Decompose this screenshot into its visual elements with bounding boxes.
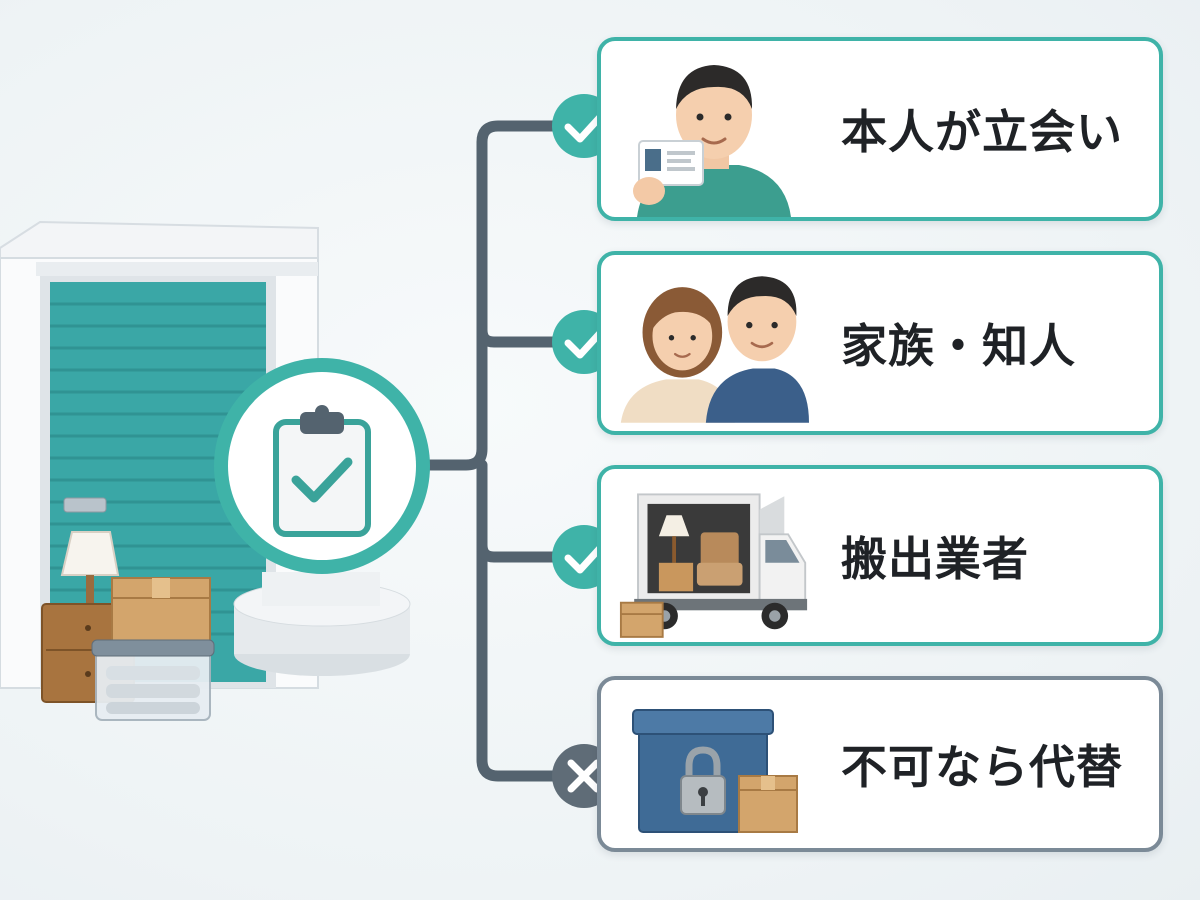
- option-card-self-attendance: 本人が立会い: [597, 37, 1163, 221]
- option-card-alternative: 不可なら代替: [597, 676, 1163, 852]
- family-couple-illustration: [620, 276, 809, 423]
- clipboard-check-icon: [214, 358, 430, 574]
- option-card-family-friend: 家族・知人: [597, 251, 1163, 435]
- moving-truck-illustration: [619, 493, 808, 638]
- person-with-id-card-illustration: [633, 65, 791, 217]
- pedestal: [233, 572, 411, 676]
- option-label: 搬出業者: [841, 531, 1029, 586]
- option-label: 家族・知人: [841, 319, 1076, 373]
- option-label: 不可なら代替: [841, 740, 1123, 794]
- option-label: 本人が立会い: [841, 105, 1123, 159]
- option-card-moving-company: 搬出業者: [597, 465, 1163, 646]
- connector-lines: [424, 120, 566, 782]
- locked-box-illustration: [632, 709, 798, 833]
